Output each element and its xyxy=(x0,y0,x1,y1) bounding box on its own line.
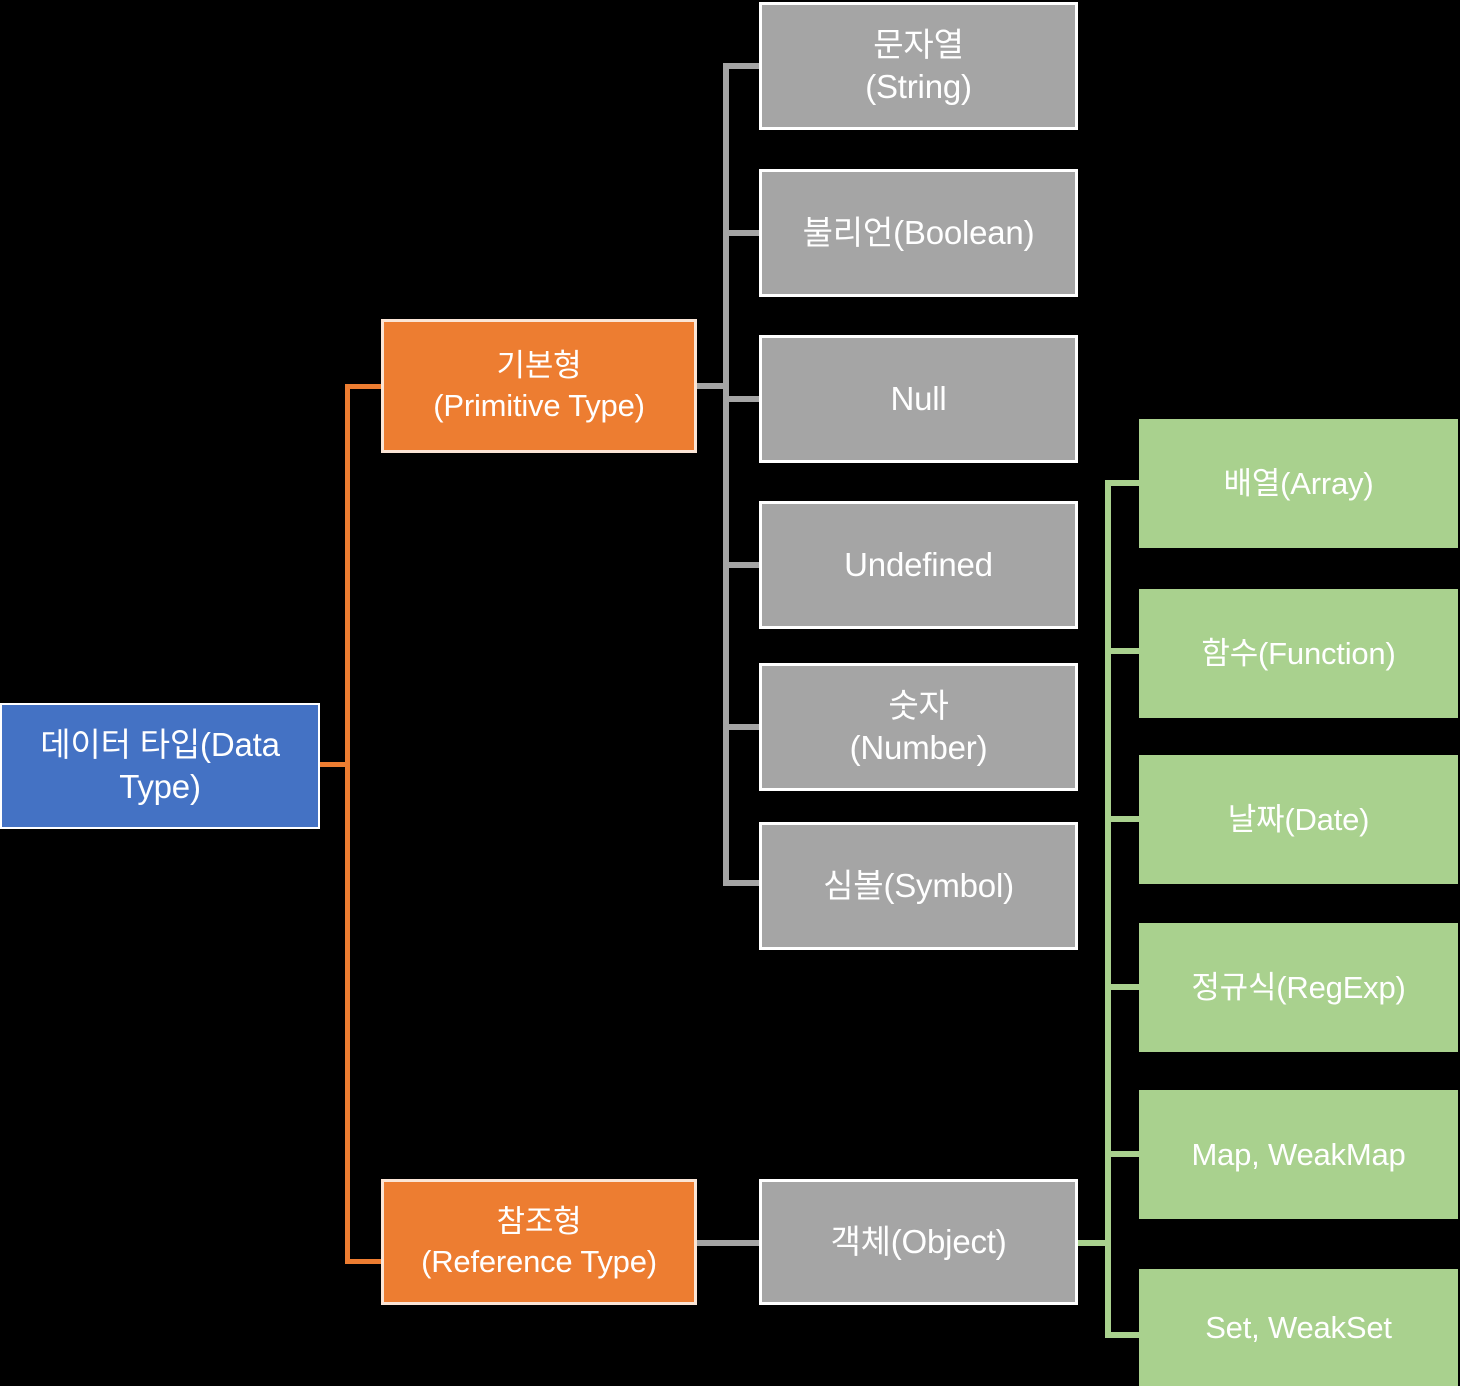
node-reference-type-line1: 참조형 xyxy=(496,1204,582,1240)
node-string-line2: (String) xyxy=(865,68,972,105)
node-set-weakset-line1: Set, WeakSet xyxy=(1205,1309,1392,1345)
node-date[interactable]: 날짜(Date) xyxy=(1139,755,1458,884)
node-number-line2: (Number) xyxy=(849,729,988,766)
connector-object-stub xyxy=(1078,1240,1111,1246)
node-symbol-line1: 심볼(Symbol) xyxy=(823,866,1014,904)
node-undefined[interactable]: Undefined xyxy=(759,501,1078,629)
node-map-weakmap-line1: Map, WeakMap xyxy=(1191,1136,1406,1172)
node-number[interactable]: 숫자 (Number) xyxy=(759,663,1078,791)
node-function-line1: 함수(Function) xyxy=(1201,635,1396,671)
node-symbol[interactable]: 심볼(Symbol) xyxy=(759,822,1078,950)
node-array[interactable]: 배열(Array) xyxy=(1139,419,1458,548)
node-null-line1: Null xyxy=(890,379,947,417)
node-data-type-line1: 데이터 타입(Data xyxy=(40,725,280,763)
connector-reference-to-object xyxy=(697,1240,763,1246)
node-boolean[interactable]: 불리언(Boolean) xyxy=(759,169,1078,297)
connector-to-map xyxy=(1105,1151,1143,1157)
node-array-line1: 배열(Array) xyxy=(1223,465,1374,501)
node-object[interactable]: 객체(Object) xyxy=(759,1179,1078,1305)
node-string[interactable]: 문자열 (String) xyxy=(759,2,1078,130)
node-reference-type[interactable]: 참조형 (Reference Type) xyxy=(381,1179,697,1305)
node-primitive-type-line1: 기본형 xyxy=(496,348,582,384)
node-primitive-type[interactable]: 기본형 (Primitive Type) xyxy=(381,319,697,453)
connector-gray-trunk xyxy=(723,63,729,886)
connector-to-boolean xyxy=(723,230,763,236)
connector-to-array xyxy=(1105,480,1143,486)
connector-primitive-stub xyxy=(697,383,729,389)
connector-to-primitive-category xyxy=(345,384,383,389)
connector-to-symbol xyxy=(723,880,763,886)
connector-to-string xyxy=(723,63,763,69)
connector-root-stub xyxy=(320,762,350,767)
connector-to-undefined xyxy=(723,562,763,568)
node-data-type[interactable]: 데이터 타입(Data Type) xyxy=(0,703,320,829)
connector-to-function xyxy=(1105,648,1143,654)
node-set-weakset[interactable]: Set, WeakSet xyxy=(1139,1269,1458,1386)
node-null[interactable]: Null xyxy=(759,335,1078,463)
node-date-line1: 날짜(Date) xyxy=(1227,801,1370,837)
connector-to-set xyxy=(1105,1332,1143,1338)
connector-orange-trunk xyxy=(345,384,350,1264)
node-number-line1: 숫자 xyxy=(888,686,949,724)
connector-to-regexp xyxy=(1105,984,1143,990)
node-reference-type-line2: (Reference Type) xyxy=(421,1244,657,1279)
connector-to-number xyxy=(723,724,763,730)
node-regexp-line1: 정규식(RegExp) xyxy=(1191,969,1406,1005)
node-map-weakmap[interactable]: Map, WeakMap xyxy=(1139,1090,1458,1219)
connector-to-reference-category xyxy=(345,1259,383,1264)
node-undefined-line1: Undefined xyxy=(844,545,993,583)
node-regexp[interactable]: 정규식(RegExp) xyxy=(1139,923,1458,1052)
node-primitive-type-line2: (Primitive Type) xyxy=(433,388,645,423)
node-boolean-line1: 불리언(Boolean) xyxy=(802,213,1035,251)
connector-to-date xyxy=(1105,816,1143,822)
node-object-line1: 객체(Object) xyxy=(830,1222,1007,1260)
node-function[interactable]: 함수(Function) xyxy=(1139,589,1458,718)
connector-to-null xyxy=(723,396,763,402)
node-string-line1: 문자열 xyxy=(873,25,964,63)
node-data-type-line2: Type) xyxy=(119,768,201,805)
connector-green-trunk xyxy=(1105,480,1111,1338)
